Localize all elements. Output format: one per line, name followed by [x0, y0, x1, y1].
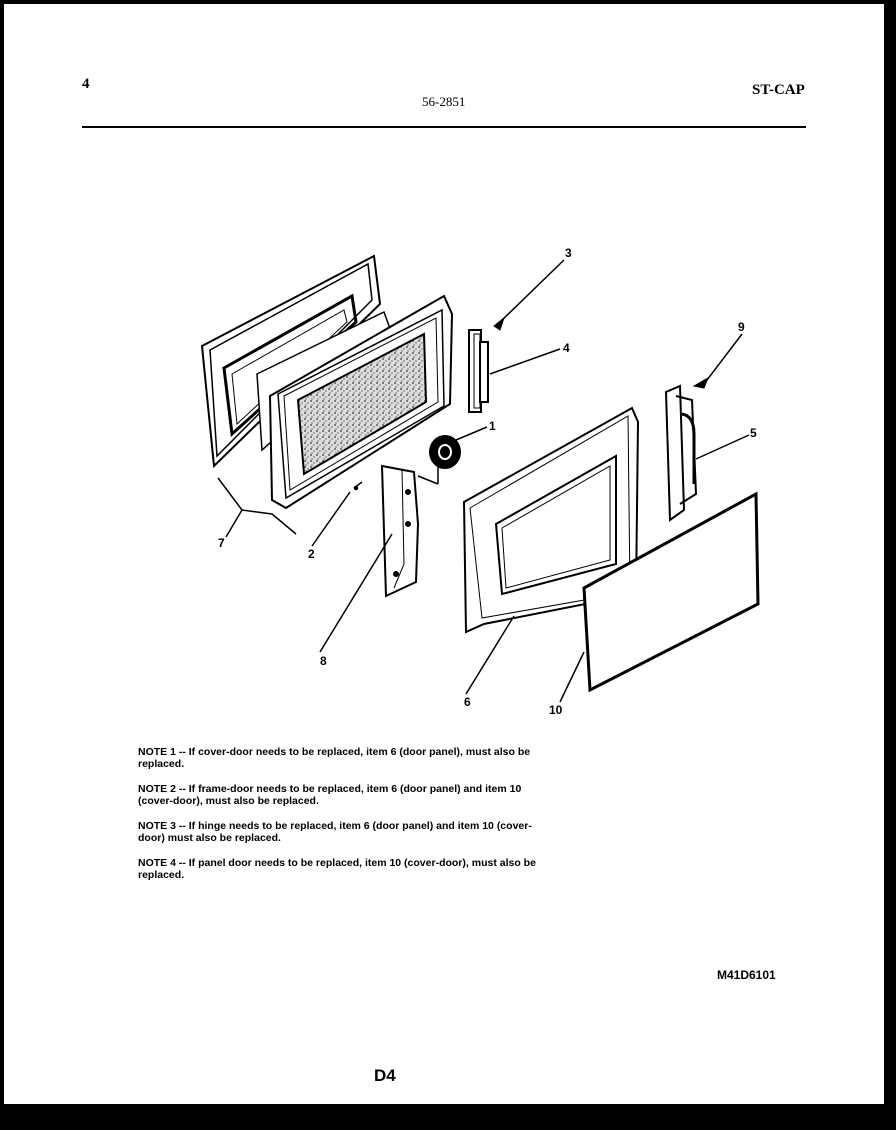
- hinge-plate-part: [380, 464, 439, 598]
- callout-10: 10: [549, 703, 563, 717]
- callout-8: 8: [320, 654, 327, 668]
- page-number: 4: [82, 76, 90, 92]
- header-rule: [82, 126, 806, 128]
- window-frame-part: [268, 294, 454, 510]
- callout-2: 2: [308, 547, 315, 561]
- hinge-bracket-part: [468, 329, 489, 413]
- leader-lines: [217, 259, 750, 703]
- note-2: NOTE 2 -- If frame-door needs to be repl…: [138, 783, 522, 807]
- door-panel-part: [462, 406, 640, 634]
- callout-4: 4: [563, 341, 570, 355]
- page-code: D4: [374, 1066, 396, 1085]
- model-number: 56-2851: [422, 94, 466, 109]
- series-code: ST-CAP: [752, 82, 805, 98]
- drawing-number: M41D6101: [717, 968, 776, 982]
- callout-7: 7: [218, 536, 225, 550]
- cover-door-part: [582, 491, 760, 693]
- callout-3: 3: [565, 246, 572, 260]
- callout-6: 6: [464, 695, 471, 709]
- parts-diagram-page: 4 56-2851 ST-CAP: [4, 4, 884, 1104]
- callout-1: 1: [489, 419, 496, 433]
- notes-block: NOTE 1 -- If cover-door needs to be repl…: [138, 746, 558, 894]
- callout-5: 5: [750, 426, 757, 440]
- note-4: NOTE 4 -- If panel door needs to be repl…: [138, 857, 536, 881]
- screw-part: [353, 481, 363, 491]
- round-plug-part: [429, 435, 461, 469]
- item-9-marker: [692, 376, 709, 389]
- exploded-view-diagram: 3 4 1 9 5 7 2 8 6 10: [200, 246, 760, 717]
- note-1: NOTE 1 -- If cover-door needs to be repl…: [138, 746, 531, 770]
- note-3: NOTE 3 -- If hinge needs to be replaced,…: [138, 820, 532, 844]
- door-handle-part: [664, 384, 698, 522]
- callout-9: 9: [738, 320, 745, 334]
